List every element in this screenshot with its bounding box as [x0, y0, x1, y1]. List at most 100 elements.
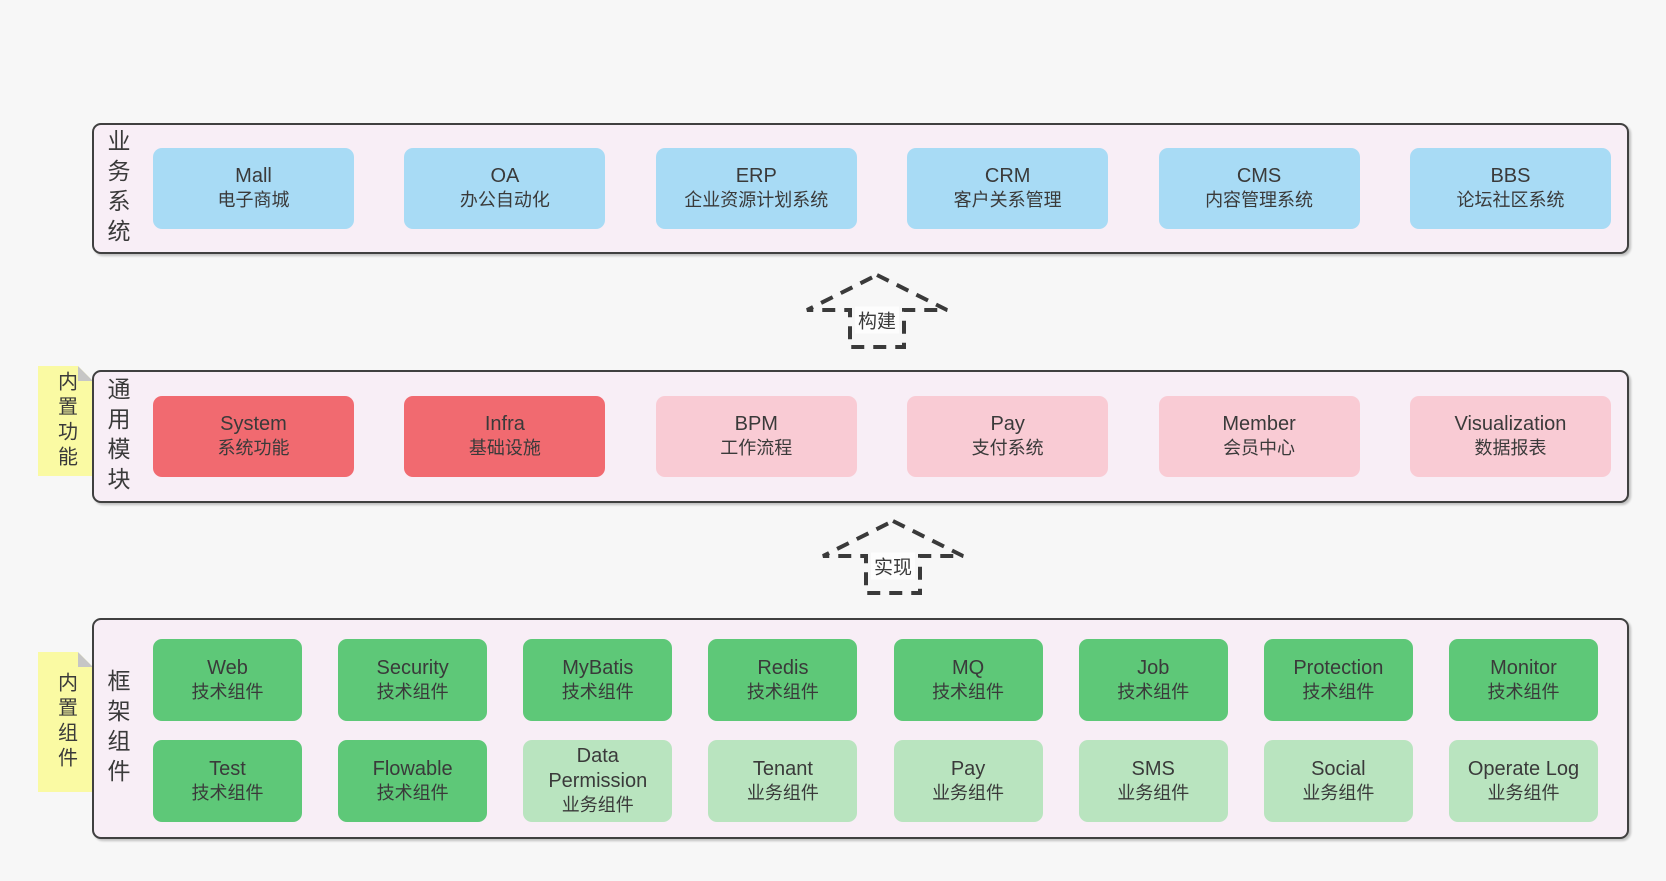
box-subtitle: 业务组件: [932, 782, 1005, 803]
box-title: CMS: [1236, 165, 1282, 188]
box-title: Flowable: [372, 757, 453, 780]
box-subtitle: 业务组件: [746, 782, 819, 803]
box-subtitle: 技术组件: [561, 681, 634, 702]
box-subtitle: 技术组件: [746, 681, 819, 702]
arrow-label: 实现: [870, 552, 916, 580]
box-subtitle: 业务组件: [1487, 782, 1560, 803]
box-title: MQ: [951, 656, 985, 679]
box-title: MyBatis: [562, 656, 634, 679]
box-title: Operate Log: [1467, 757, 1580, 780]
box-subtitle: 系统功能: [217, 438, 290, 459]
box-title: Monitor: [1490, 656, 1557, 679]
band-side-label: 通用模块: [104, 376, 130, 497]
dashed-up-arrow-icon: [806, 272, 948, 349]
page-fold-icon: [78, 366, 93, 381]
box-title: Protection: [1293, 656, 1384, 679]
box-subtitle: 业务组件: [1302, 782, 1375, 803]
arrow-label: 构建: [854, 306, 900, 334]
box-title: SMS: [1131, 757, 1175, 780]
band-side-label: 业务系统: [104, 128, 130, 249]
box-subtitle: 客户关系管理: [953, 190, 1062, 211]
box-title: Mall: [235, 165, 272, 188]
box-title: CRM: [984, 165, 1031, 188]
box-subtitle: 企业资源计划系统: [684, 190, 829, 211]
box-subtitle: 支付系统: [971, 438, 1044, 459]
box-title: Job: [1137, 656, 1170, 679]
box-subtitle: 技术组件: [191, 681, 264, 702]
box-subtitle: 业务组件: [561, 795, 634, 816]
box-title: OA: [490, 165, 520, 188]
box-subtitle: 技术组件: [376, 681, 449, 702]
page-fold-icon: [78, 652, 93, 667]
box-title: Security: [376, 656, 449, 679]
box-title: Data Permission: [548, 745, 648, 793]
box-subtitle: 内容管理系统: [1205, 190, 1314, 211]
band-side-label: 框架组件: [104, 668, 130, 789]
box-subtitle: 技术组件: [1487, 681, 1560, 702]
sticky-note-built-in-components: 内置组件: [38, 652, 93, 792]
box-title: Test: [209, 757, 246, 780]
box-subtitle: 基础设施: [468, 438, 541, 459]
box-subtitle: 电子商城: [217, 190, 290, 211]
box-title: Visualization: [1454, 413, 1567, 436]
box-subtitle: 工作流程: [720, 438, 793, 459]
box-title: ERP: [735, 165, 777, 188]
box-subtitle: 技术组件: [932, 681, 1005, 702]
box-subtitle: 论坛社区系统: [1456, 190, 1565, 211]
box-subtitle: 数据报表: [1474, 438, 1547, 459]
box-title: System: [220, 413, 287, 436]
box-subtitle: 办公自动化: [459, 190, 550, 211]
box-title: Tenant: [752, 757, 813, 780]
box-subtitle: 业务组件: [1117, 782, 1190, 803]
box-title: Web: [207, 656, 248, 679]
dashed-up-arrow-icon: [822, 518, 964, 595]
box-title: BBS: [1490, 165, 1531, 188]
box-title: Pay: [950, 757, 986, 780]
box-subtitle: 技术组件: [1117, 681, 1190, 702]
box-subtitle: 技术组件: [376, 782, 449, 803]
box-title: BPM: [734, 413, 778, 436]
box-subtitle: 技术组件: [1302, 681, 1375, 702]
box-title: Redis: [757, 656, 809, 679]
sticky-note-built-in-features: 内置功能: [38, 366, 93, 476]
box-title: Social: [1311, 757, 1366, 780]
box-title: Infra: [484, 413, 525, 436]
box-subtitle: 技术组件: [191, 782, 264, 803]
sticky-note-label: 内置功能: [54, 371, 77, 471]
box-title: Member: [1222, 413, 1296, 436]
